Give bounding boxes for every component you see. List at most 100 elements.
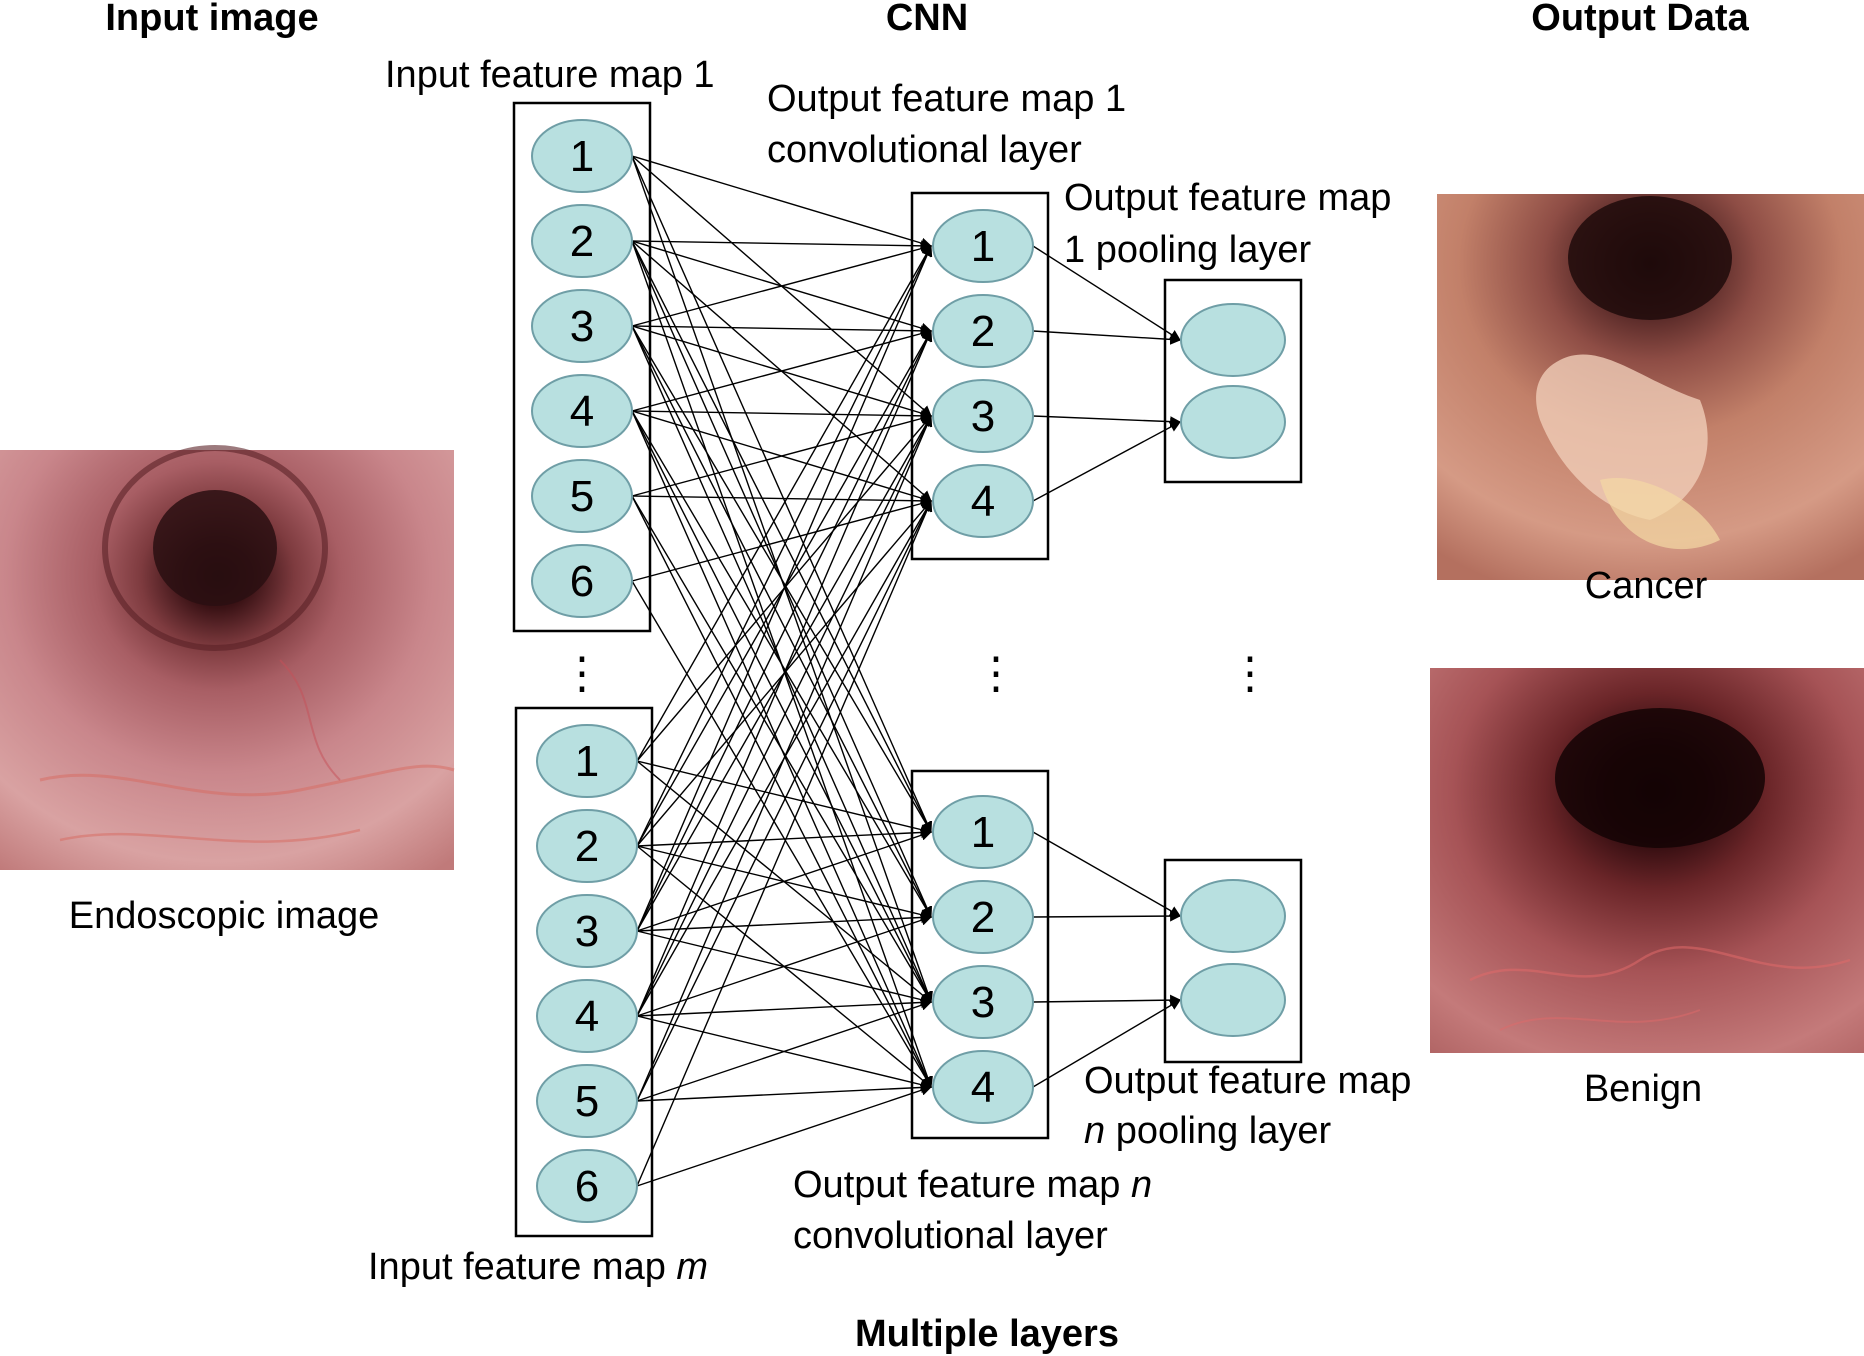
output-pool-n-suffix: pooling layer: [1105, 1110, 1331, 1152]
connection-arrow: [636, 499, 933, 1187]
input-feature-map-m-label: Input feature map m: [368, 1246, 708, 1288]
conv-b-node-2: 2: [932, 880, 1034, 954]
node-circle: [932, 1050, 1034, 1124]
output-conv-n-label-line1: Output feature map n: [793, 1164, 1152, 1206]
connection-arrow: [631, 325, 932, 833]
input-b-node-4: 4: [536, 979, 638, 1053]
node-number: 5: [575, 1077, 599, 1126]
input-b-node-2: 2: [536, 809, 638, 883]
node-number: 3: [570, 302, 594, 351]
input-feature-map-1-label: Input feature map 1: [385, 54, 715, 96]
input-b-node-6: 6: [536, 1149, 638, 1223]
output-conv-n-prefix: Output feature map: [793, 1164, 1131, 1206]
node-circle: [932, 294, 1034, 368]
node-circle: [536, 724, 638, 798]
node-circle: [531, 289, 633, 363]
connection-arrow: [636, 244, 933, 932]
node-circle: [932, 795, 1034, 869]
node-number: 3: [971, 978, 995, 1027]
output-pool-n-label-line1: Output feature map: [1084, 1060, 1411, 1102]
conv-ellipsis: ⋮: [974, 649, 1018, 698]
output-conv-n-var: n: [1131, 1164, 1152, 1206]
conv-layer-n-nodes: 1 2 3 4: [932, 795, 1034, 1124]
connection-arrow: [631, 240, 932, 833]
input-a-node-2: 2: [531, 204, 633, 278]
conv-a-node-3: 3: [932, 379, 1034, 453]
connection-arrow: [1032, 831, 1181, 917]
input-a-node-3: 3: [531, 289, 633, 363]
connection-arrow: [636, 329, 933, 1017]
connection-arrow: [1032, 994, 1182, 1006]
cancer-label: Cancer: [1585, 565, 1708, 607]
connection-arrow: [1032, 999, 1181, 1088]
node-number: 2: [575, 822, 599, 871]
pool-node: [1180, 385, 1286, 459]
output-data-header: Output Data: [1531, 0, 1749, 39]
output-pool-n-label-line2: n pooling layer: [1084, 1110, 1332, 1152]
pool-node: [1180, 963, 1286, 1037]
node-circle: [932, 880, 1034, 954]
input-a-node-1: 1: [531, 119, 633, 193]
connection-arrow: [1032, 421, 1181, 502]
pool-ellipsis: ⋮: [1228, 649, 1272, 698]
output-pool-n-var: n: [1084, 1110, 1105, 1152]
connection-arrow: [636, 999, 933, 1102]
connection-arrow: [631, 580, 932, 1088]
connection-arrow: [1032, 910, 1182, 922]
node-circle: [531, 459, 633, 533]
node-number: 4: [971, 477, 995, 526]
connection-arrow: [631, 328, 933, 412]
pooling-layer-1-nodes: [1180, 303, 1286, 459]
node-circle: [531, 119, 633, 193]
connection-arrow: [631, 325, 933, 337]
conv-layer-n-box: [910, 769, 1050, 1140]
input-feature-map-m-box: [514, 706, 654, 1238]
input-b-node-3: 3: [536, 894, 638, 968]
connection-arrow: [636, 911, 933, 932]
connection-arrow: [636, 914, 933, 1017]
multiple-layers-header: Multiple layers: [855, 1313, 1119, 1355]
connection-arrow: [636, 829, 933, 932]
connection-arrow: [1032, 245, 1181, 341]
cancer-output-image: [1437, 194, 1864, 580]
output-pool-1-label-line1: Output feature map: [1064, 177, 1391, 219]
node-number: 6: [575, 1162, 599, 1211]
connection-arrow: [636, 330, 932, 932]
node-circle: [531, 204, 633, 278]
node-number: 2: [971, 893, 995, 942]
node-number: 3: [575, 907, 599, 956]
cnn-header: CNN: [886, 0, 968, 39]
connection-arrow: [636, 414, 933, 1102]
node-circle: [536, 1149, 638, 1223]
connection-arrow: [1032, 330, 1182, 345]
output-conv-n-label-line2: convolutional layer: [793, 1215, 1108, 1257]
connection-arrow: [636, 415, 932, 1017]
benign-output-image: [1430, 668, 1864, 1053]
connection-arrow: [631, 498, 933, 582]
node-number: 6: [570, 557, 594, 606]
connection-arrow: [636, 826, 933, 847]
conv-a-node-4: 4: [932, 464, 1034, 538]
connection-arrow: [631, 495, 933, 507]
node-number: 4: [575, 992, 599, 1041]
connection-arrow: [1032, 415, 1182, 428]
conv-a-node-2: 2: [932, 294, 1034, 368]
node-number: 4: [971, 1063, 995, 1112]
output-conv-1-label-line2: convolutional layer: [767, 129, 1082, 171]
connection-arrow: [631, 325, 932, 918]
connection-arrow: [631, 410, 932, 918]
input-feature-map-m-var: m: [676, 1246, 708, 1288]
connection-arrow: [631, 243, 933, 327]
input-ellipsis: ⋮: [560, 649, 604, 698]
connection-arrow: [636, 760, 933, 836]
connection-arrow: [631, 410, 933, 422]
connection-arrow: [636, 245, 932, 762]
node-number: 1: [971, 808, 995, 857]
connection-arrow: [636, 245, 932, 847]
connection-arrow: [631, 413, 933, 497]
node-number: 2: [971, 307, 995, 356]
